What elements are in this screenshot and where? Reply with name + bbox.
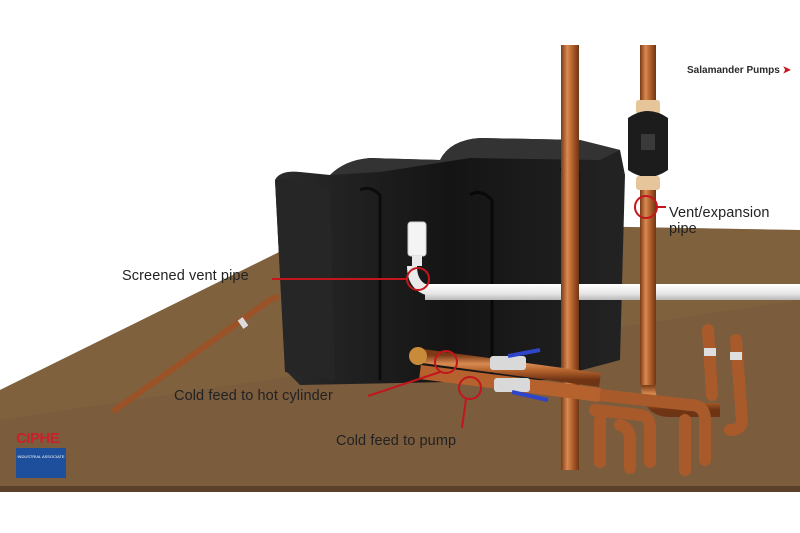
callout-cold-feed-pump xyxy=(458,376,482,429)
label-vent-expansion-line2: pipe xyxy=(669,221,697,237)
brand-logo: Salamander Pumps ➤ xyxy=(687,65,791,76)
callout-vent-expansion xyxy=(634,195,666,219)
ciphe-logo-subtext: INDUSTRIAL ASSOCIATE xyxy=(17,454,65,459)
brand-name: Salamander Pumps xyxy=(687,65,780,76)
label-cold-feed-cylinder: Cold feed to hot cylinder xyxy=(174,388,333,404)
bird-icon: ➤ xyxy=(782,65,791,76)
ciphe-logo-text: CIPHE xyxy=(16,430,60,447)
label-vent-expansion: Vent/expansion pipe xyxy=(669,205,770,237)
ground-pipe-left xyxy=(112,293,280,413)
cold-feed-pipes xyxy=(409,347,601,402)
callout-screened-vent xyxy=(272,267,430,291)
central-copper-pipe xyxy=(561,45,579,470)
ciphe-logo-badge: INDUSTRIAL ASSOCIATE xyxy=(16,448,66,478)
callout-cold-feed-cylinder xyxy=(367,350,458,397)
ciphe-logo: CIPHE INDUSTRIAL ASSOCIATE xyxy=(16,430,68,478)
white-vent-pipe xyxy=(425,284,800,300)
label-vent-expansion-line1: Vent/expansion xyxy=(669,205,770,221)
label-cold-feed-pump: Cold feed to pump xyxy=(336,433,457,449)
manifold-pipework xyxy=(589,324,749,476)
label-screened-vent: Screened vent pipe xyxy=(122,268,249,284)
